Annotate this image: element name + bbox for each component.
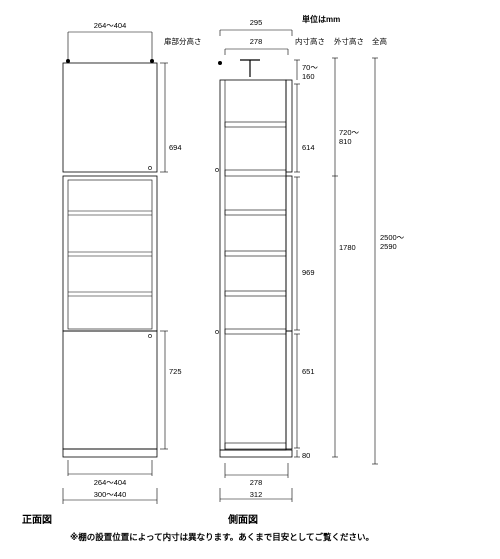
front-right-hanger [150,59,154,63]
side-shelf-5 [224,290,287,297]
side-lower-door-edge [285,330,293,450]
side-inner-depth-bottom: 278 [250,478,263,487]
front-lower-door [62,330,158,450]
front-top-width-dim: 264～404 [94,21,127,30]
front-open-section [62,175,158,332]
front-inner-width: 264～404 [94,478,127,487]
shelf-position-note: ※棚の設置位置によって内寸は異なります。あくまで目安としてご覧ください。 [70,532,374,542]
door-lower-height: 725 [169,367,182,376]
door-upper-height: 694 [169,143,182,152]
side-bottom-shelf [224,442,287,450]
front-outer-width: 300～440 [94,490,127,499]
front-view-title: 正面図 [22,514,52,526]
inner-upper-height: 70～160 [302,63,318,81]
side-view-title: 側面図 [227,513,258,526]
side-shelf-2 [224,169,287,177]
front-lower-knob [148,334,152,338]
total-height: 2500～2590 [380,233,405,251]
unit-label: 単位はmm [302,14,340,24]
side-upper-door-edge [285,79,293,173]
side-view: 295 278 7 [215,18,405,526]
side-inner-depth-top: 278 [250,37,263,46]
side-shelf-1 [224,121,287,128]
front-open-inner [67,179,153,330]
inner-mid2-height: 969 [302,268,315,277]
side-top-depth: 295 [250,18,263,27]
inner-mid3-height: 651 [302,367,315,376]
total-height-header: 全高 [372,36,387,46]
side-open-edge [285,175,293,332]
inner-height-header: 内寸高さ [295,36,325,46]
side-shelf-3 [224,209,287,216]
side-outer-depth: 312 [250,490,263,499]
front-base [62,448,158,458]
side-lower-knob [215,330,219,334]
side-carcass [219,79,287,451]
side-shelf-6 [224,328,287,335]
side-upper-knob [215,168,219,172]
inner-base-height: 80 [302,451,310,460]
door-height-header: 扉部分高さ [164,36,202,46]
outer-height-header: 外寸高さ [334,36,364,46]
side-plinth [219,449,293,458]
outer-upper-height: 720～810 [339,128,360,146]
inner-mid1-height: 614 [302,143,315,152]
front-upper-knob [148,166,152,170]
outer-main-height: 1780 [339,243,356,252]
front-view: 264～404 694 725 [22,21,182,526]
side-shelf-4 [224,250,287,257]
side-hanger [218,61,222,65]
front-upper-door [62,62,158,173]
front-left-hanger [66,59,70,63]
